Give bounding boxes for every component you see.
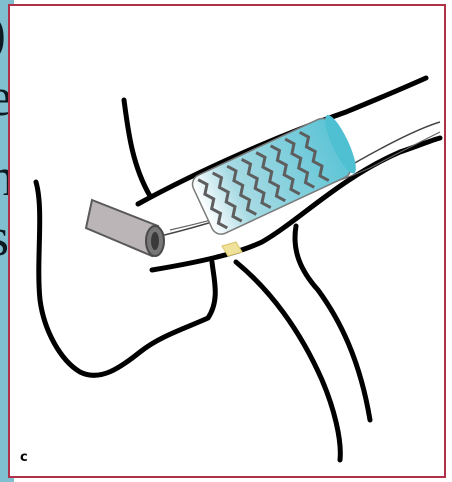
- panel-label: c: [20, 450, 28, 465]
- branch-vessel-left-wall: [236, 262, 340, 460]
- vessel-wall-left: [36, 182, 215, 375]
- branch-vessel-right-wall: [295, 226, 370, 420]
- vessel-wall-upper: [124, 100, 150, 196]
- stent-graft: [189, 112, 361, 238]
- catheter-sheath: [86, 200, 164, 256]
